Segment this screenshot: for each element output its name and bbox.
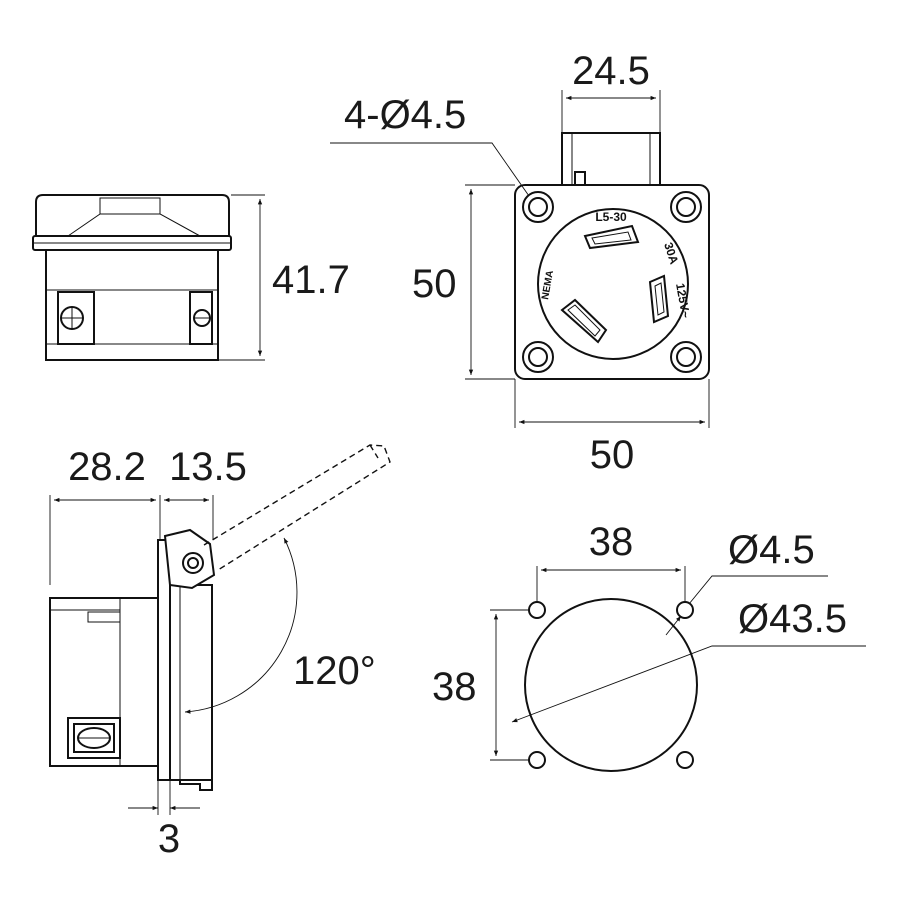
- dim-lid-angle: 120°: [293, 649, 376, 693]
- dim-cutout-dia: Ø43.5: [738, 597, 847, 641]
- open-lid: [203, 444, 391, 571]
- dim-hole-spec: 4-Ø4.5: [344, 93, 466, 137]
- dim-cutout-spacing-x: 38: [589, 520, 634, 564]
- dim-flange-thickness: 3: [158, 817, 180, 861]
- side-view: 120° 28.2 13.5 3: [49, 444, 391, 861]
- mounting-holes: [522, 191, 702, 373]
- slot-right: [648, 274, 670, 324]
- cutout-hole: [676, 751, 694, 769]
- slot-top: [583, 224, 640, 250]
- dim-side-depth-front: 13.5: [169, 445, 247, 489]
- cutout-circle: [524, 598, 698, 772]
- label-voltage: 125V~: [673, 282, 693, 319]
- label-brand: NEMA: [540, 270, 556, 301]
- dim-cutout-hole-dia: Ø4.5: [728, 528, 815, 572]
- cutout-hole: [528, 751, 546, 769]
- front-view: 24.5 L5-30 30A 125V~ NEMA 4-Ø4.5 50: [330, 49, 710, 477]
- cutout-hole: [528, 601, 546, 619]
- cutout-hole: [676, 601, 694, 619]
- top-view: 41.7: [32, 194, 350, 361]
- dim-top-view-height: 41.7: [272, 258, 350, 302]
- dim-side-depth-body: 28.2: [68, 445, 146, 489]
- dim-cutout-spacing-y: 38: [432, 665, 477, 709]
- dim-face-width: 50: [590, 433, 635, 477]
- dim-face-height: 50: [412, 262, 457, 306]
- panel-cutout: 38 38 Ø4.5 Ø43.5: [432, 520, 866, 772]
- label-current: 30A: [661, 241, 681, 267]
- dim-cover-width: 24.5: [572, 49, 650, 93]
- slot-bottom-left: [560, 298, 608, 344]
- label-model: L5-30: [595, 210, 627, 224]
